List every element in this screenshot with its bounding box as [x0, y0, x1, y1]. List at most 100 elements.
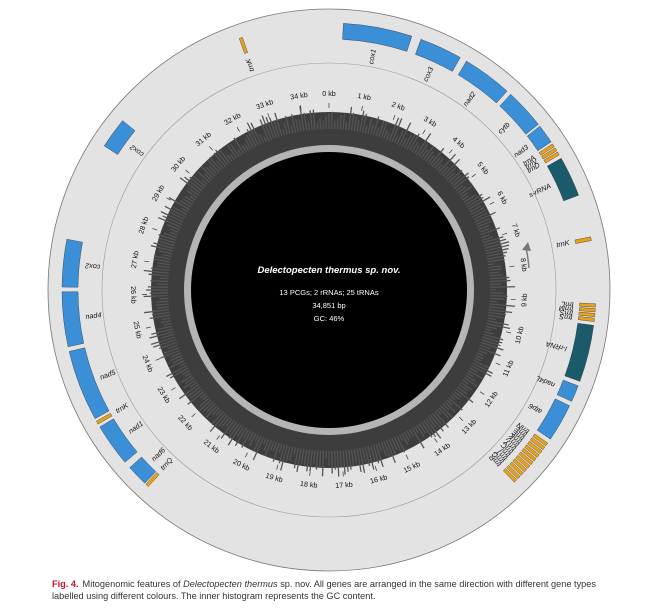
gene-label-trnl-10: trnL: [561, 300, 574, 310]
gc-bar: [367, 118, 373, 134]
gc-bar: [179, 177, 201, 194]
gc-bar: [488, 265, 501, 269]
gc-bar: [178, 384, 200, 400]
gc-bar: [489, 274, 504, 277]
gc-bar: [184, 377, 195, 384]
feature-track-inner-line: [101, 62, 557, 518]
gc-bar: [429, 414, 444, 432]
tick-mark-3: [422, 129, 426, 135]
gc-bar: [453, 176, 470, 190]
gene-label-trnk-36: trnK: [243, 56, 256, 73]
gc-bar: [306, 449, 311, 472]
figure-caption: Fig. 4.Mitogenomic features of Delectope…: [52, 579, 596, 601]
gc-bar: [476, 220, 492, 228]
center-title: Delectopecten thermus sp. nov.: [257, 265, 400, 276]
gene-block-s-rrna-8: [547, 157, 579, 202]
gc-bar: [184, 195, 195, 203]
gc-bar: [425, 150, 434, 162]
gc-bar: [211, 411, 224, 426]
gene-block-trnf-19: [527, 440, 543, 454]
gene-block-cox2-35: [103, 120, 136, 155]
gene-block-cytb-3: [499, 94, 539, 135]
gc-bar: [489, 303, 516, 307]
gc-bar: [272, 442, 278, 452]
gene-block-trnd-7: [543, 151, 560, 164]
gc-bar: [489, 294, 508, 297]
gc-bar: [280, 445, 288, 471]
gene-block-trnk-36: [239, 37, 248, 54]
gc-bar: [186, 189, 198, 199]
gc-bar: [209, 165, 218, 175]
tick-label-0: 0 kb: [322, 89, 336, 98]
gc-bar: [481, 236, 494, 241]
gc-bar: [359, 447, 366, 474]
tick-label-16: 16 kb: [369, 472, 388, 485]
gc-bar: [489, 271, 500, 274]
gc-bar: [450, 174, 462, 185]
gc-bar: [163, 322, 172, 326]
gene-block-trnt-25: [509, 461, 524, 476]
gc-bar: [252, 436, 265, 461]
gc-bar: [480, 227, 501, 236]
gc-bar: [356, 448, 362, 473]
gc-bar: [160, 349, 180, 359]
gc-bar: [253, 435, 262, 451]
gc-bar: [220, 419, 235, 439]
gc-bar: [451, 172, 469, 188]
gene-block-nad5-32: [68, 347, 110, 419]
gc-bar: [261, 115, 272, 140]
gc-bar: [155, 300, 169, 303]
gc-bar: [158, 325, 173, 331]
gc-bar: [179, 362, 186, 367]
gc-bar: [465, 374, 476, 383]
gc-bar: [272, 442, 280, 462]
gc-bar: [274, 112, 283, 137]
gc-bar: [483, 333, 504, 341]
gc-bar: [486, 320, 509, 326]
gc-bar: [149, 314, 171, 320]
gc-bar: [273, 120, 280, 138]
gc-bar: [163, 347, 179, 354]
gc-bar: [485, 247, 509, 255]
gc-bar: [186, 386, 201, 398]
gc-bar: [383, 441, 391, 458]
gc-bar: [157, 306, 169, 309]
gc-bar: [246, 128, 257, 147]
gc-bar: [336, 450, 340, 477]
tick-mark-20: [244, 452, 248, 458]
gc-bar: [197, 171, 210, 183]
gc-bar: [401, 137, 408, 147]
direction-arrowhead-icon: [522, 242, 531, 251]
gc-bar: [265, 116, 275, 139]
gc-bar: [160, 333, 175, 339]
gc-bar: [380, 122, 388, 138]
gc-bar: [398, 122, 412, 146]
gc-bar: [173, 206, 188, 215]
gc-bar: [420, 149, 428, 159]
tick-mark-2: [392, 114, 396, 120]
gene-block-nad2-2: [457, 60, 508, 104]
gc-bar: [207, 159, 220, 173]
tick-mark-29: [166, 197, 171, 201]
gc-bar: [212, 407, 220, 415]
gc-bar: [478, 224, 489, 231]
tick-label-25: 25 kb: [131, 320, 143, 339]
tick-mark-27: [144, 260, 150, 263]
gene-block-trns-12: [578, 311, 596, 317]
gc-bar: [202, 395, 208, 401]
gene-label-cox1-0: cox1: [366, 48, 378, 65]
tick-mark-11: [495, 362, 501, 366]
gc-bar: [386, 440, 396, 464]
gc-bar: [201, 179, 208, 185]
gc-bar: [427, 155, 435, 164]
tick-mark-34: [300, 105, 302, 111]
gc-bar: [160, 320, 172, 324]
gc-bar: [431, 412, 443, 426]
tick-mark-14: [434, 438, 438, 443]
tick-label-9: 9 kb: [519, 293, 529, 307]
gene-block-nad4-33: [61, 291, 84, 347]
gene-block-trnk-9: [574, 236, 592, 244]
gc-bar: [388, 439, 397, 456]
gc-bar: [290, 125, 294, 134]
gc-bar: [485, 325, 498, 330]
